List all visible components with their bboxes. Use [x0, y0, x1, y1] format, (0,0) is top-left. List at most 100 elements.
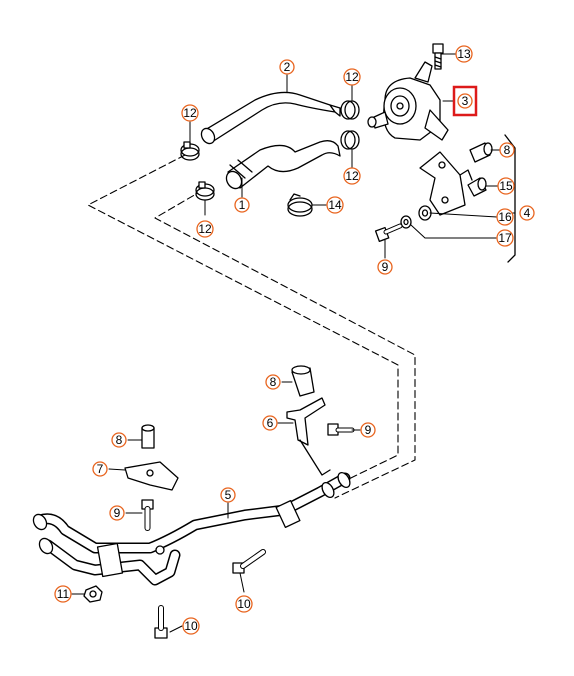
callout-circle — [54, 585, 72, 603]
nut-11 — [83, 585, 103, 603]
callout-circle — [343, 167, 361, 185]
callout-c12c: 12 — [196, 220, 214, 238]
callout-number: 12 — [198, 222, 212, 236]
sleeve-8-middle — [291, 365, 315, 397]
callout-circle — [92, 461, 108, 477]
callout-c9c: 9 — [109, 505, 125, 521]
rubber-mount-15 — [467, 177, 487, 197]
bolt-13 — [432, 43, 444, 70]
callout-c8a: 8 — [499, 142, 515, 158]
auxiliary-water-pump — [367, 61, 449, 141]
lower-coolant-hose — [225, 140, 341, 190]
callout-number: 2 — [284, 60, 291, 74]
callout-c1: 1 — [234, 197, 250, 213]
callout-number: 1 — [239, 198, 246, 212]
callout-number: 5 — [225, 488, 232, 502]
callout-number: 7 — [97, 462, 104, 476]
callout-circle — [497, 177, 515, 195]
callout-number: 10 — [237, 597, 251, 611]
callout-circle — [235, 595, 253, 613]
callout-circle — [196, 220, 214, 238]
hose-clamp-14 — [287, 193, 313, 217]
callout-c10a: 10 — [235, 595, 253, 613]
callout-circle — [360, 422, 376, 438]
upper-coolant-hose — [200, 91, 341, 145]
callout-circle — [455, 45, 473, 63]
bracket-7 — [124, 461, 179, 491]
callout-circle — [109, 505, 125, 521]
bolt-9-lower — [141, 499, 154, 531]
callout-number: 8 — [270, 375, 277, 389]
callout-number: 10 — [184, 619, 198, 633]
washer-16 — [418, 205, 432, 221]
callout-c12b: 12 — [181, 104, 199, 122]
callout-number: 16 — [498, 210, 512, 224]
bolt-9-upper — [374, 223, 403, 242]
callout-circle — [499, 142, 515, 158]
callout-circle — [262, 415, 278, 431]
callout-number: 17 — [498, 231, 512, 245]
callout-c16: 16 — [496, 208, 514, 226]
callout-number: 6 — [267, 416, 274, 430]
hose-clip-left-upper — [180, 141, 200, 161]
callout-circle — [111, 432, 127, 448]
bolt-10-lower — [154, 605, 168, 639]
callout-number: 3 — [462, 94, 469, 108]
callout-c5: 5 — [220, 487, 236, 503]
sleeve-8-upper — [469, 142, 493, 163]
pump-bracket — [419, 134, 516, 263]
bolt-9-middle — [327, 423, 355, 436]
callout-number: 12 — [345, 70, 359, 84]
callout-circle — [457, 93, 473, 109]
hose-clip-pump-lower — [340, 130, 360, 150]
callout-c11: 11 — [54, 585, 72, 603]
callout-c8c: 8 — [111, 432, 127, 448]
callout-number: 8 — [504, 143, 511, 157]
callout-circle — [343, 68, 361, 86]
callout-number: 4 — [524, 206, 531, 220]
callout-number: 12 — [345, 169, 359, 183]
callout-number: 11 — [57, 587, 70, 601]
callout-circle — [279, 59, 295, 75]
callout-number: 9 — [382, 260, 389, 274]
callout-circle — [519, 205, 535, 221]
callout-c13: 13 — [455, 45, 473, 63]
callout-c7: 7 — [92, 461, 108, 477]
callout-c4: 4 — [519, 205, 535, 221]
callout-c9a: 9 — [377, 259, 393, 275]
callout-circle — [181, 104, 199, 122]
callout-labels: 2 12 12 12 12 13 3 8 15 16 4 17 1 14 9 8 6 9 8 7 5 9 11 10 10 — [54, 45, 535, 635]
callout-number: 14 — [328, 198, 342, 212]
callout-circle — [377, 259, 393, 275]
hose-clip-pump-upper — [340, 100, 360, 120]
callout-number: 15 — [499, 179, 513, 193]
callout-c2: 2 — [279, 59, 295, 75]
callout-c12a: 12 — [343, 68, 361, 86]
coolant-pipe — [32, 471, 351, 586]
callout-highlight-box — [452, 85, 478, 117]
callout-number: 13 — [457, 47, 471, 61]
callout-circle — [182, 617, 200, 635]
callout-c17: 17 — [496, 229, 514, 247]
callout-c6: 6 — [262, 415, 278, 431]
bracket-6 — [286, 397, 331, 476]
callout-c9b: 9 — [360, 422, 376, 438]
callout-number: 12 — [183, 106, 197, 120]
callout-c10b: 10 — [182, 617, 200, 635]
callout-number: 9 — [365, 423, 372, 437]
callout-circle — [496, 229, 514, 247]
callout-c15: 15 — [497, 177, 515, 195]
hose-clip-left-lower — [195, 181, 215, 201]
callout-c14: 14 — [326, 196, 344, 214]
callout-c3: 3 — [452, 85, 478, 117]
callout-circle — [496, 208, 514, 226]
sleeve-8-lower — [141, 424, 155, 449]
washer-17 — [400, 215, 412, 229]
bolt-10-right — [232, 549, 266, 574]
callout-circle — [220, 487, 236, 503]
callout-circle — [234, 197, 250, 213]
callout-c8b: 8 — [265, 374, 281, 390]
callout-c12d: 12 — [343, 167, 361, 185]
callout-number: 8 — [116, 433, 123, 447]
